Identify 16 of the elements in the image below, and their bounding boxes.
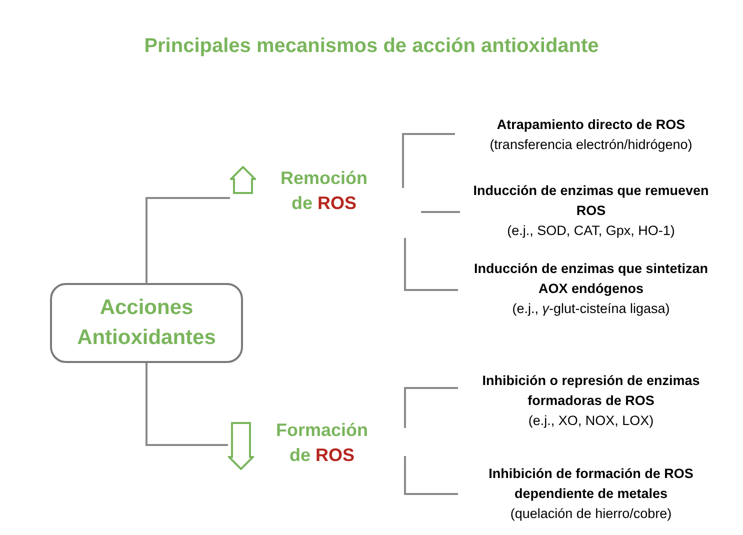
mechanism-heading: Inducción de enzimas que remueven ROS: [472, 182, 710, 220]
connector-line: [146, 363, 228, 446]
category-label: Formación de ROS: [274, 419, 369, 467]
mechanism-heading: Inhibición de formación de ROS dependiente de metales: [488, 465, 694, 503]
mechanism-heading: Inhibición o represión de enzimas formadoras de ROS: [481, 372, 701, 410]
mechanism-detail: (e.j., γ-glut-cisteína ligasa): [512, 300, 670, 318]
title: Principales mecanismos de acción antioxidante: [143, 34, 600, 59]
mechanism-heading: Atrapamiento directo de ROS: [496, 116, 686, 134]
rounded-box: [50, 283, 243, 363]
mechanism-detail: (transferencia electrón/hidrógeno): [490, 136, 692, 154]
category-label: Remoción de ROS: [279, 167, 368, 215]
mechanism-detail: (quelación de hierro/cobre): [510, 505, 672, 523]
box-label: Acciones Antioxidantes: [76, 295, 217, 351]
mechanism-detail: (e.j., XO, NOX, LOX): [528, 412, 654, 430]
mechanism-detail: (e.j., SOD, CAT, Gpx, HO-1): [507, 222, 675, 240]
connector-line: [146, 197, 230, 283]
